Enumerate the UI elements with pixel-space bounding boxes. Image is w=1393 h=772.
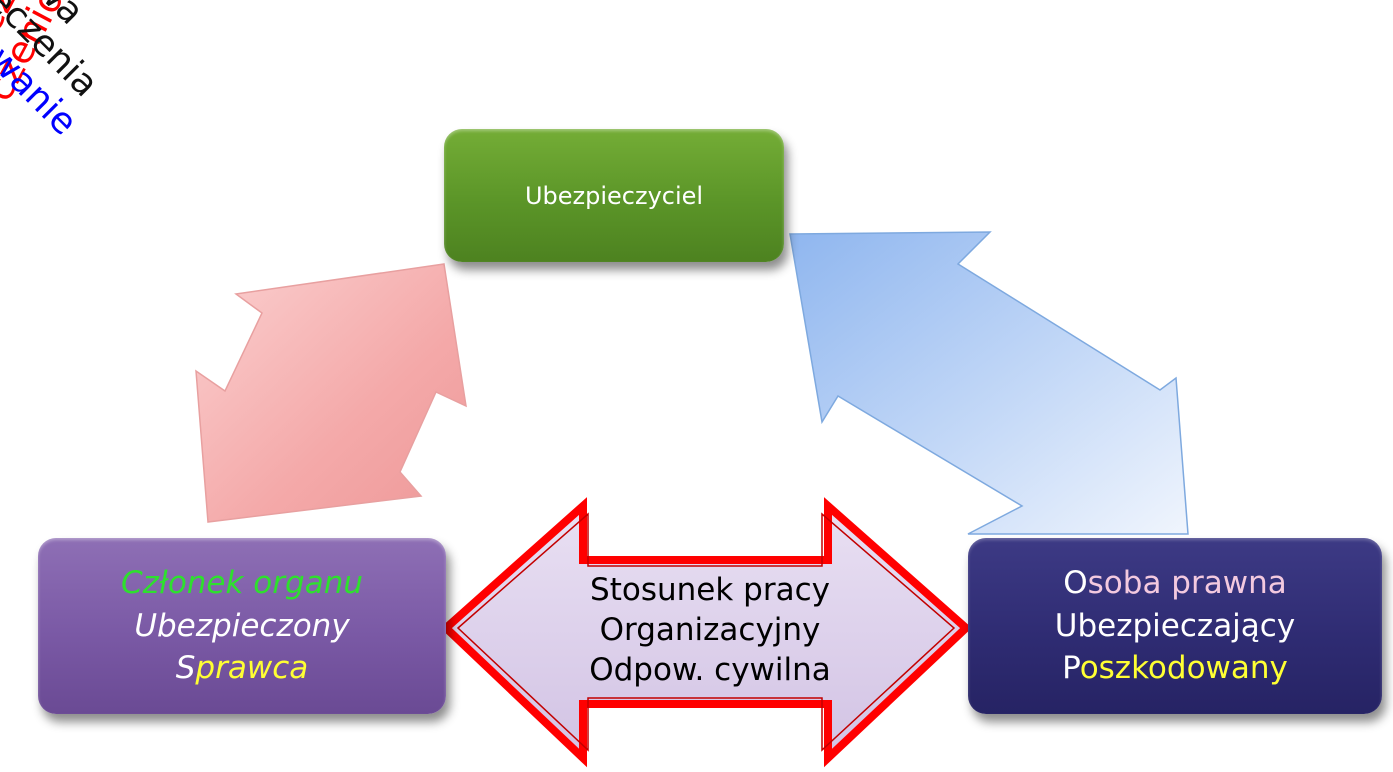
member-line3: Sprawca [175, 650, 309, 687]
insurer-label: Ubezpieczyciel [524, 181, 704, 210]
legal-line1: Osoba prawna [1063, 564, 1287, 601]
legal-line2: Ubezpieczający [1054, 607, 1296, 644]
relation-line2: Organizacyjny [599, 611, 821, 648]
protection-arrow [195, 263, 467, 523]
legal-person-node: Osoba prawna Ubezpieczający Poszkodowany [968, 538, 1382, 714]
relation-line1: Stosunek pracy [590, 571, 830, 608]
insurer-node: Ubezpieczyciel [444, 129, 784, 262]
relation-line3: Odpow. cywilna [589, 652, 831, 689]
member-line1: Członek organu [121, 564, 363, 601]
relation-label: Stosunek pracy Organizacyjny Odpow. cywi… [540, 555, 880, 705]
relation-arrow [440, 497, 972, 768]
contract-arrow [789, 231, 1189, 535]
legal-line3: Poszkodowany [1062, 650, 1288, 687]
relation-arrow-inner-edge [456, 512, 956, 752]
member-node: Członek organu Ubezpieczony Sprawca [38, 538, 446, 714]
member-line2: Ubezpieczony [134, 607, 350, 644]
